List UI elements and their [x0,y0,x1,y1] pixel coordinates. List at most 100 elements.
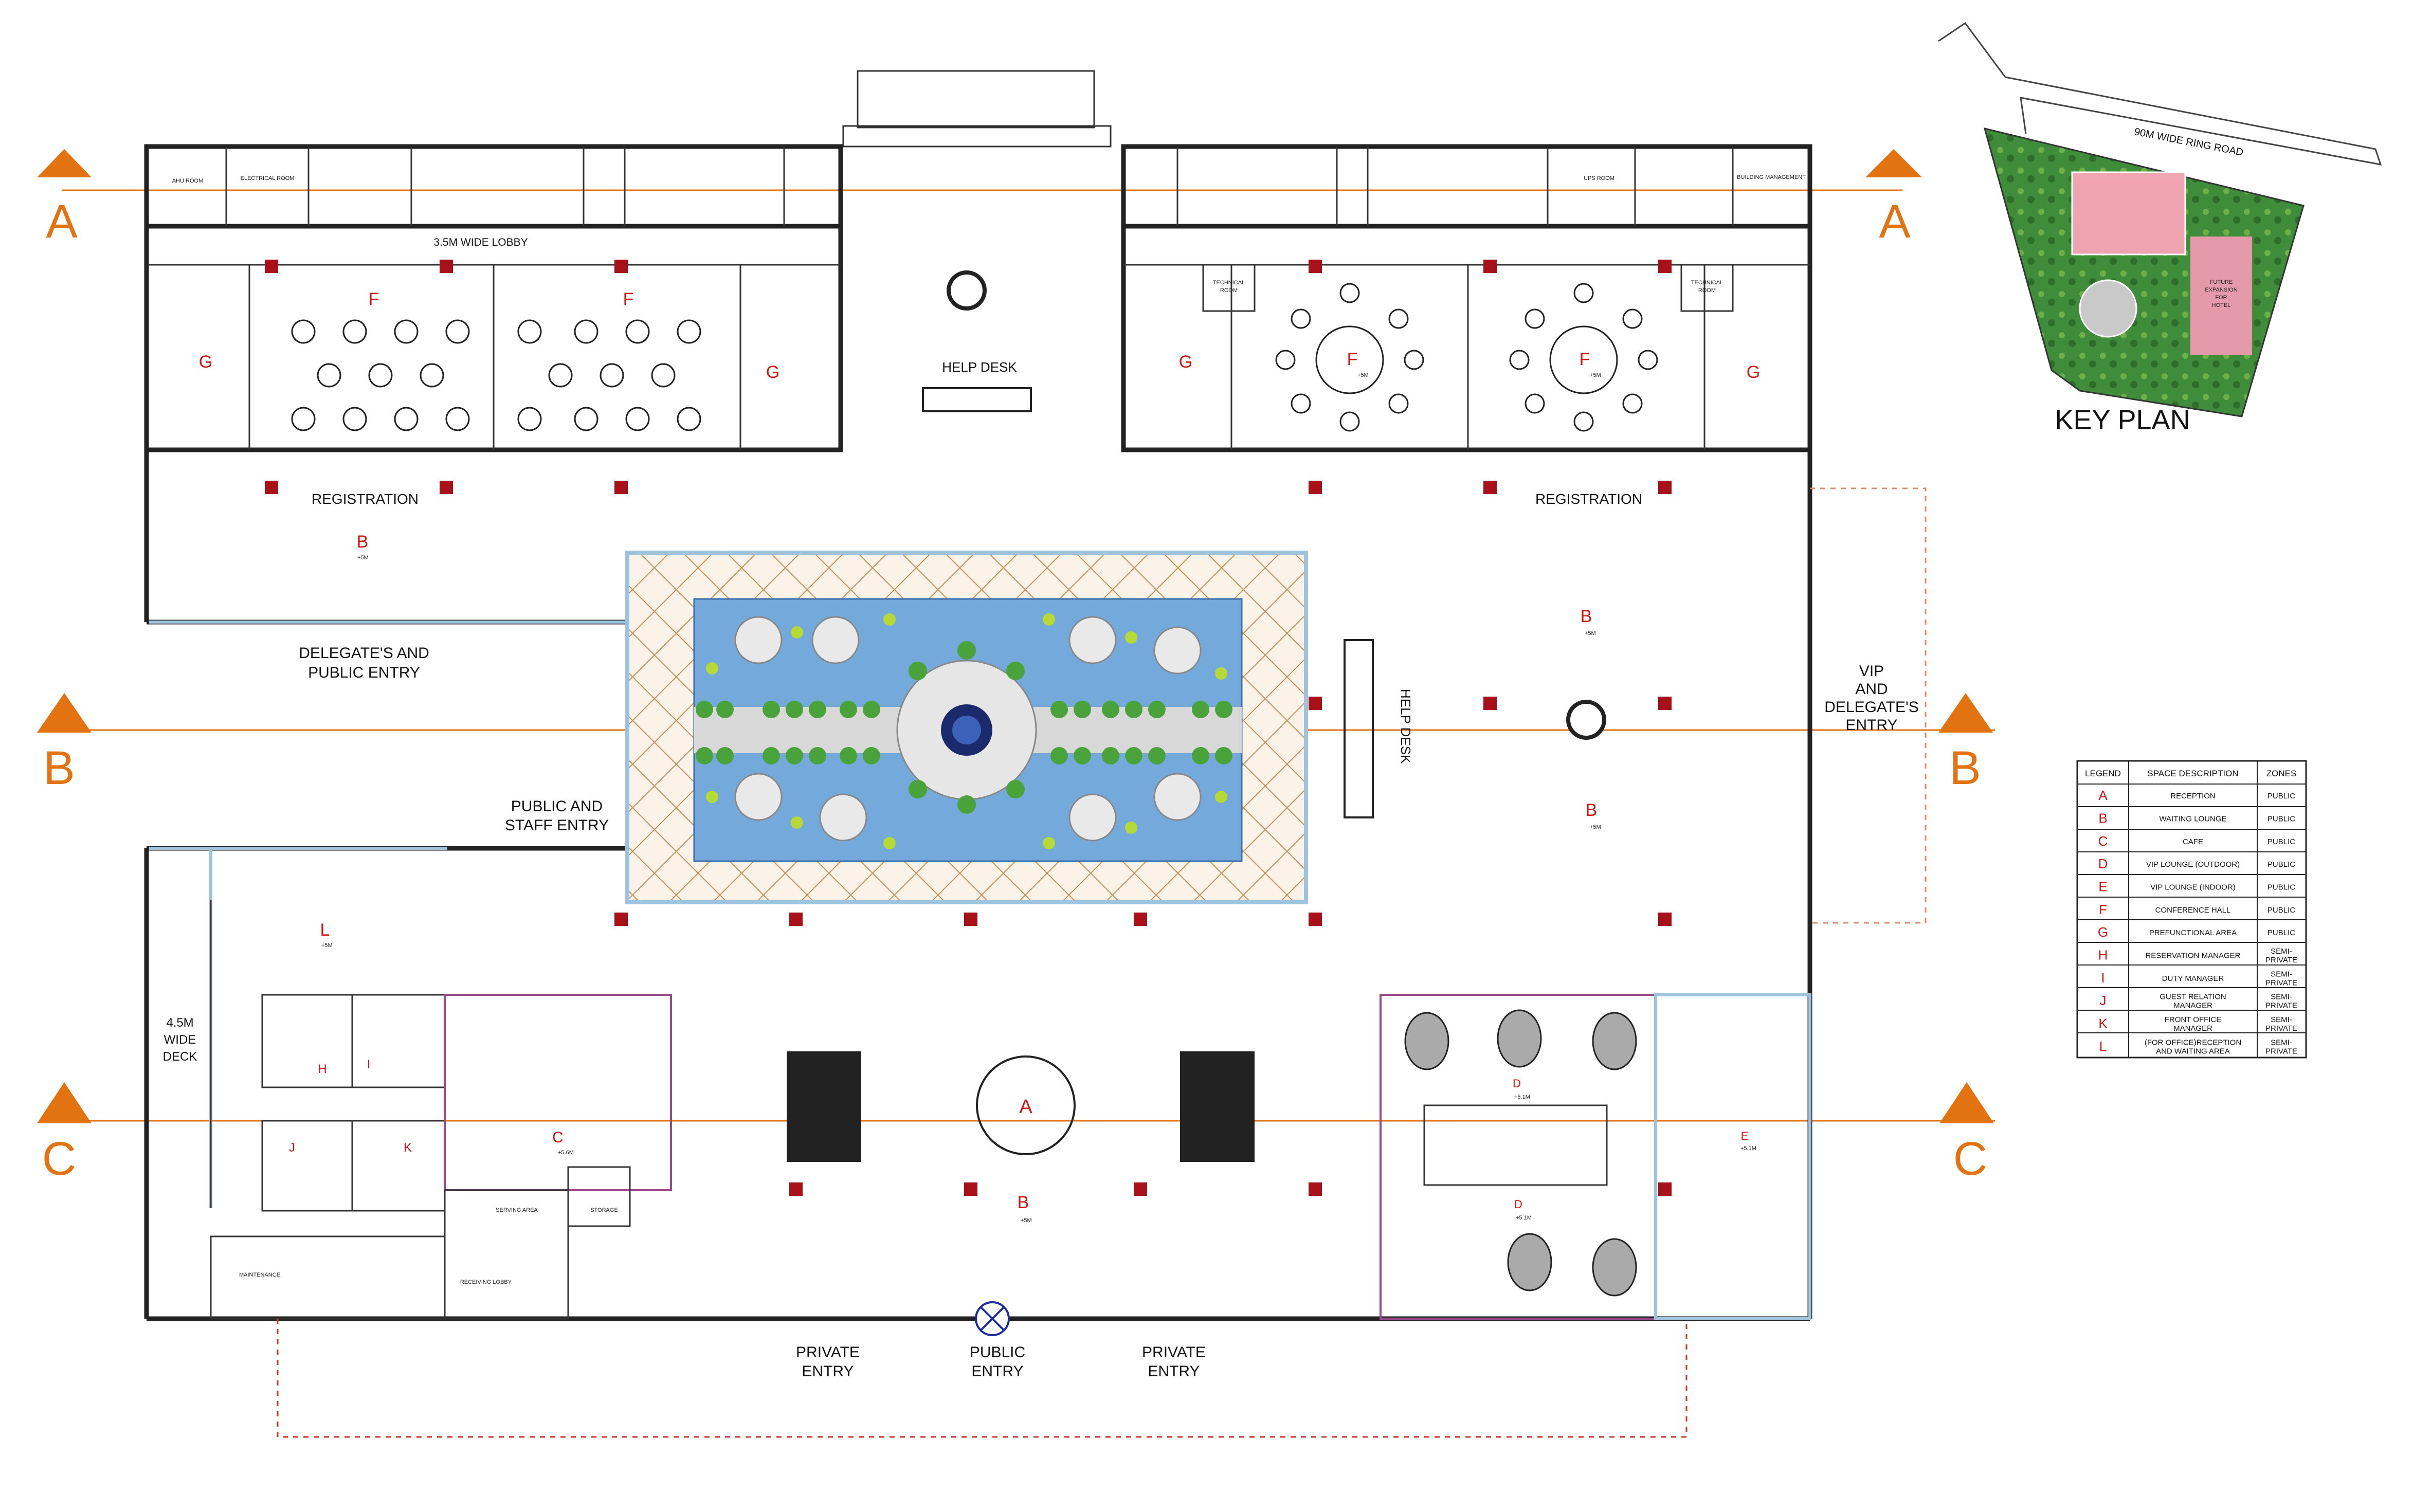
level-tag-b-right-top: +5M [1585,630,1596,636]
legend-key: A [2098,788,2108,803]
legend-zone: SEMI- [2271,947,2292,956]
legend-description: MANAGER [2173,1001,2212,1010]
legend-description: GUEST RELATION [2160,993,2226,1001]
conference-tables-left [291,319,701,431]
legend-zone: SEMI- [2271,993,2292,1001]
section-marker-label: C [1953,1133,1987,1185]
legend-description: MANAGER [2173,1024,2212,1033]
zone-g-1: G [199,352,212,372]
vip-lounge-tables [1404,1009,1637,1297]
section-marker-c-left: C [37,1082,92,1185]
vip-entry-label-1: VIP [1859,663,1884,680]
vip-entry-label-3: DELEGATE'S [1824,699,1919,716]
legend-zone: PUBLIC [2267,928,2295,937]
section-marker-b-right: B [1938,693,1993,794]
legend-key: F [2099,902,2107,917]
level-tag-l: +5M [321,942,333,949]
section-marker-c-right: C [1939,1082,1994,1185]
public-staff-entry-label-2: STAFF ENTRY [505,817,609,834]
future-expansion-label-2: EXPANSION [2205,287,2237,293]
legend-zone: SEMI- [2271,1038,2292,1047]
legend-description: RESERVATION MANAGER [2145,952,2240,960]
public-entry-label-2: ENTRY [971,1363,1023,1380]
wide-deck-label-2: WIDE [164,1033,196,1047]
electrical-room-label: ELECTRICAL ROOM [241,175,295,181]
legend-description: PREFUNCTIONAL AREA [2149,928,2237,937]
zone-j: J [289,1141,295,1155]
zone-k: K [404,1141,412,1155]
key-plan-road-label: 90M WIDE RING ROAD [2133,126,2244,158]
section-marker-a-right: A [1865,149,1922,248]
zone-g-3: G [1179,352,1192,372]
zone-f-2: F [623,289,634,309]
wide-deck-label-3: DECK [163,1050,197,1064]
legend-key: E [2098,879,2107,895]
legend-description: RECEPTION [2170,792,2216,800]
key-plan [1938,22,2382,417]
storage-label: STORAGE [590,1207,618,1213]
public-staff-entry-label-1: PUBLIC AND [511,798,603,815]
level-tag-c: +5.6M [558,1150,574,1156]
help-desk-label: HELP DESK [942,359,1017,375]
legend-zone: PRIVATE [2265,1024,2297,1033]
legend-key: H [2098,948,2108,963]
section-marker-label: C [42,1133,76,1185]
section-marker-label: B [1949,742,1981,794]
delegate-entry-label-2: PUBLIC ENTRY [308,664,420,681]
technical-room-right-label-1: TECHNICAL [1691,280,1723,286]
private-entry-left-label-2: ENTRY [802,1363,854,1380]
legend-description: FRONT OFFICE [2165,1015,2222,1024]
future-expansion-label-1: FUTURE [2210,279,2233,285]
zone-g-2: G [766,362,779,382]
section-marker-label: A [46,195,78,248]
courtyard-pool [625,551,1308,904]
help-desk-vertical-label: HELP DESK [1398,689,1413,764]
zone-letters: F F F F G G G G B B B B L H I J K C A D … [199,289,1760,1212]
zone-h: H [318,1062,326,1076]
registration-right-label: REGISTRATION [1535,491,1642,507]
legend-description: VIP LOUNGE (OUTDOOR) [2146,860,2240,869]
legend-zone: PRIVATE [2265,978,2297,987]
level-tag-b-bottom: +5M [1021,1217,1032,1224]
private-entry-right-label-2: ENTRY [1148,1363,1200,1380]
level-tags: +5M +5M +5M +5M +5M +5M +5M +5.6M +5.1M … [321,372,1756,1224]
zone-b-right-bottom: B [1586,800,1598,820]
level-tag-d-top: +5.1M [1514,1094,1530,1100]
public-entry-label-1: PUBLIC [970,1344,1025,1361]
registration-left-label: REGISTRATION [312,491,419,507]
legend-zone: SEMI- [2271,1015,2292,1024]
zone-b-bottom: B [1018,1193,1029,1212]
zone-f-3: F [1347,350,1358,369]
delegate-entry-label-1: DELEGATE'S AND [299,645,429,662]
technical-room-left-label-2: ROOM [1220,287,1238,294]
level-tag-e: +5.1M [1740,1145,1756,1152]
section-marker-label: A [1879,195,1911,248]
legend-description: (FOR OFFICE)RECEPTION [2145,1038,2241,1047]
lobby-label: 3.5M WIDE LOBBY [433,236,528,248]
zone-e: E [1741,1130,1749,1142]
legend-key: L [2099,1039,2107,1054]
legend-zone: PUBLIC [2267,860,2295,869]
future-expansion-label-3: FOR [2215,295,2227,301]
help-desk-vertical-counter [1344,639,1374,818]
section-marker-label: B [43,742,75,794]
legend-key: B [2098,811,2107,826]
zone-d-top: D [1513,1077,1521,1090]
level-tag-d-bottom: +5.1M [1516,1215,1532,1221]
legend-description: CAFE [2183,837,2203,846]
legend-key: G [2098,924,2108,940]
legend-description: AND WAITING AREA [2156,1047,2230,1055]
legend-header-legend: LEGEND [2085,769,2121,778]
zone-f-1: F [369,289,379,309]
legend-key: K [2098,1016,2108,1031]
wide-deck-label-1: 4.5M [166,1016,193,1030]
private-entry-right-label-1: PRIVATE [1142,1344,1206,1361]
section-marker-b-left: B [37,693,92,794]
future-expansion-label-4: HOTEL [2212,302,2231,308]
ahu-room-label: AHU ROOM [172,178,204,184]
zone-f-4: F [1580,350,1590,369]
serving-area-label: SERVING AREA [496,1207,538,1213]
legend-key: J [2100,993,2107,1008]
